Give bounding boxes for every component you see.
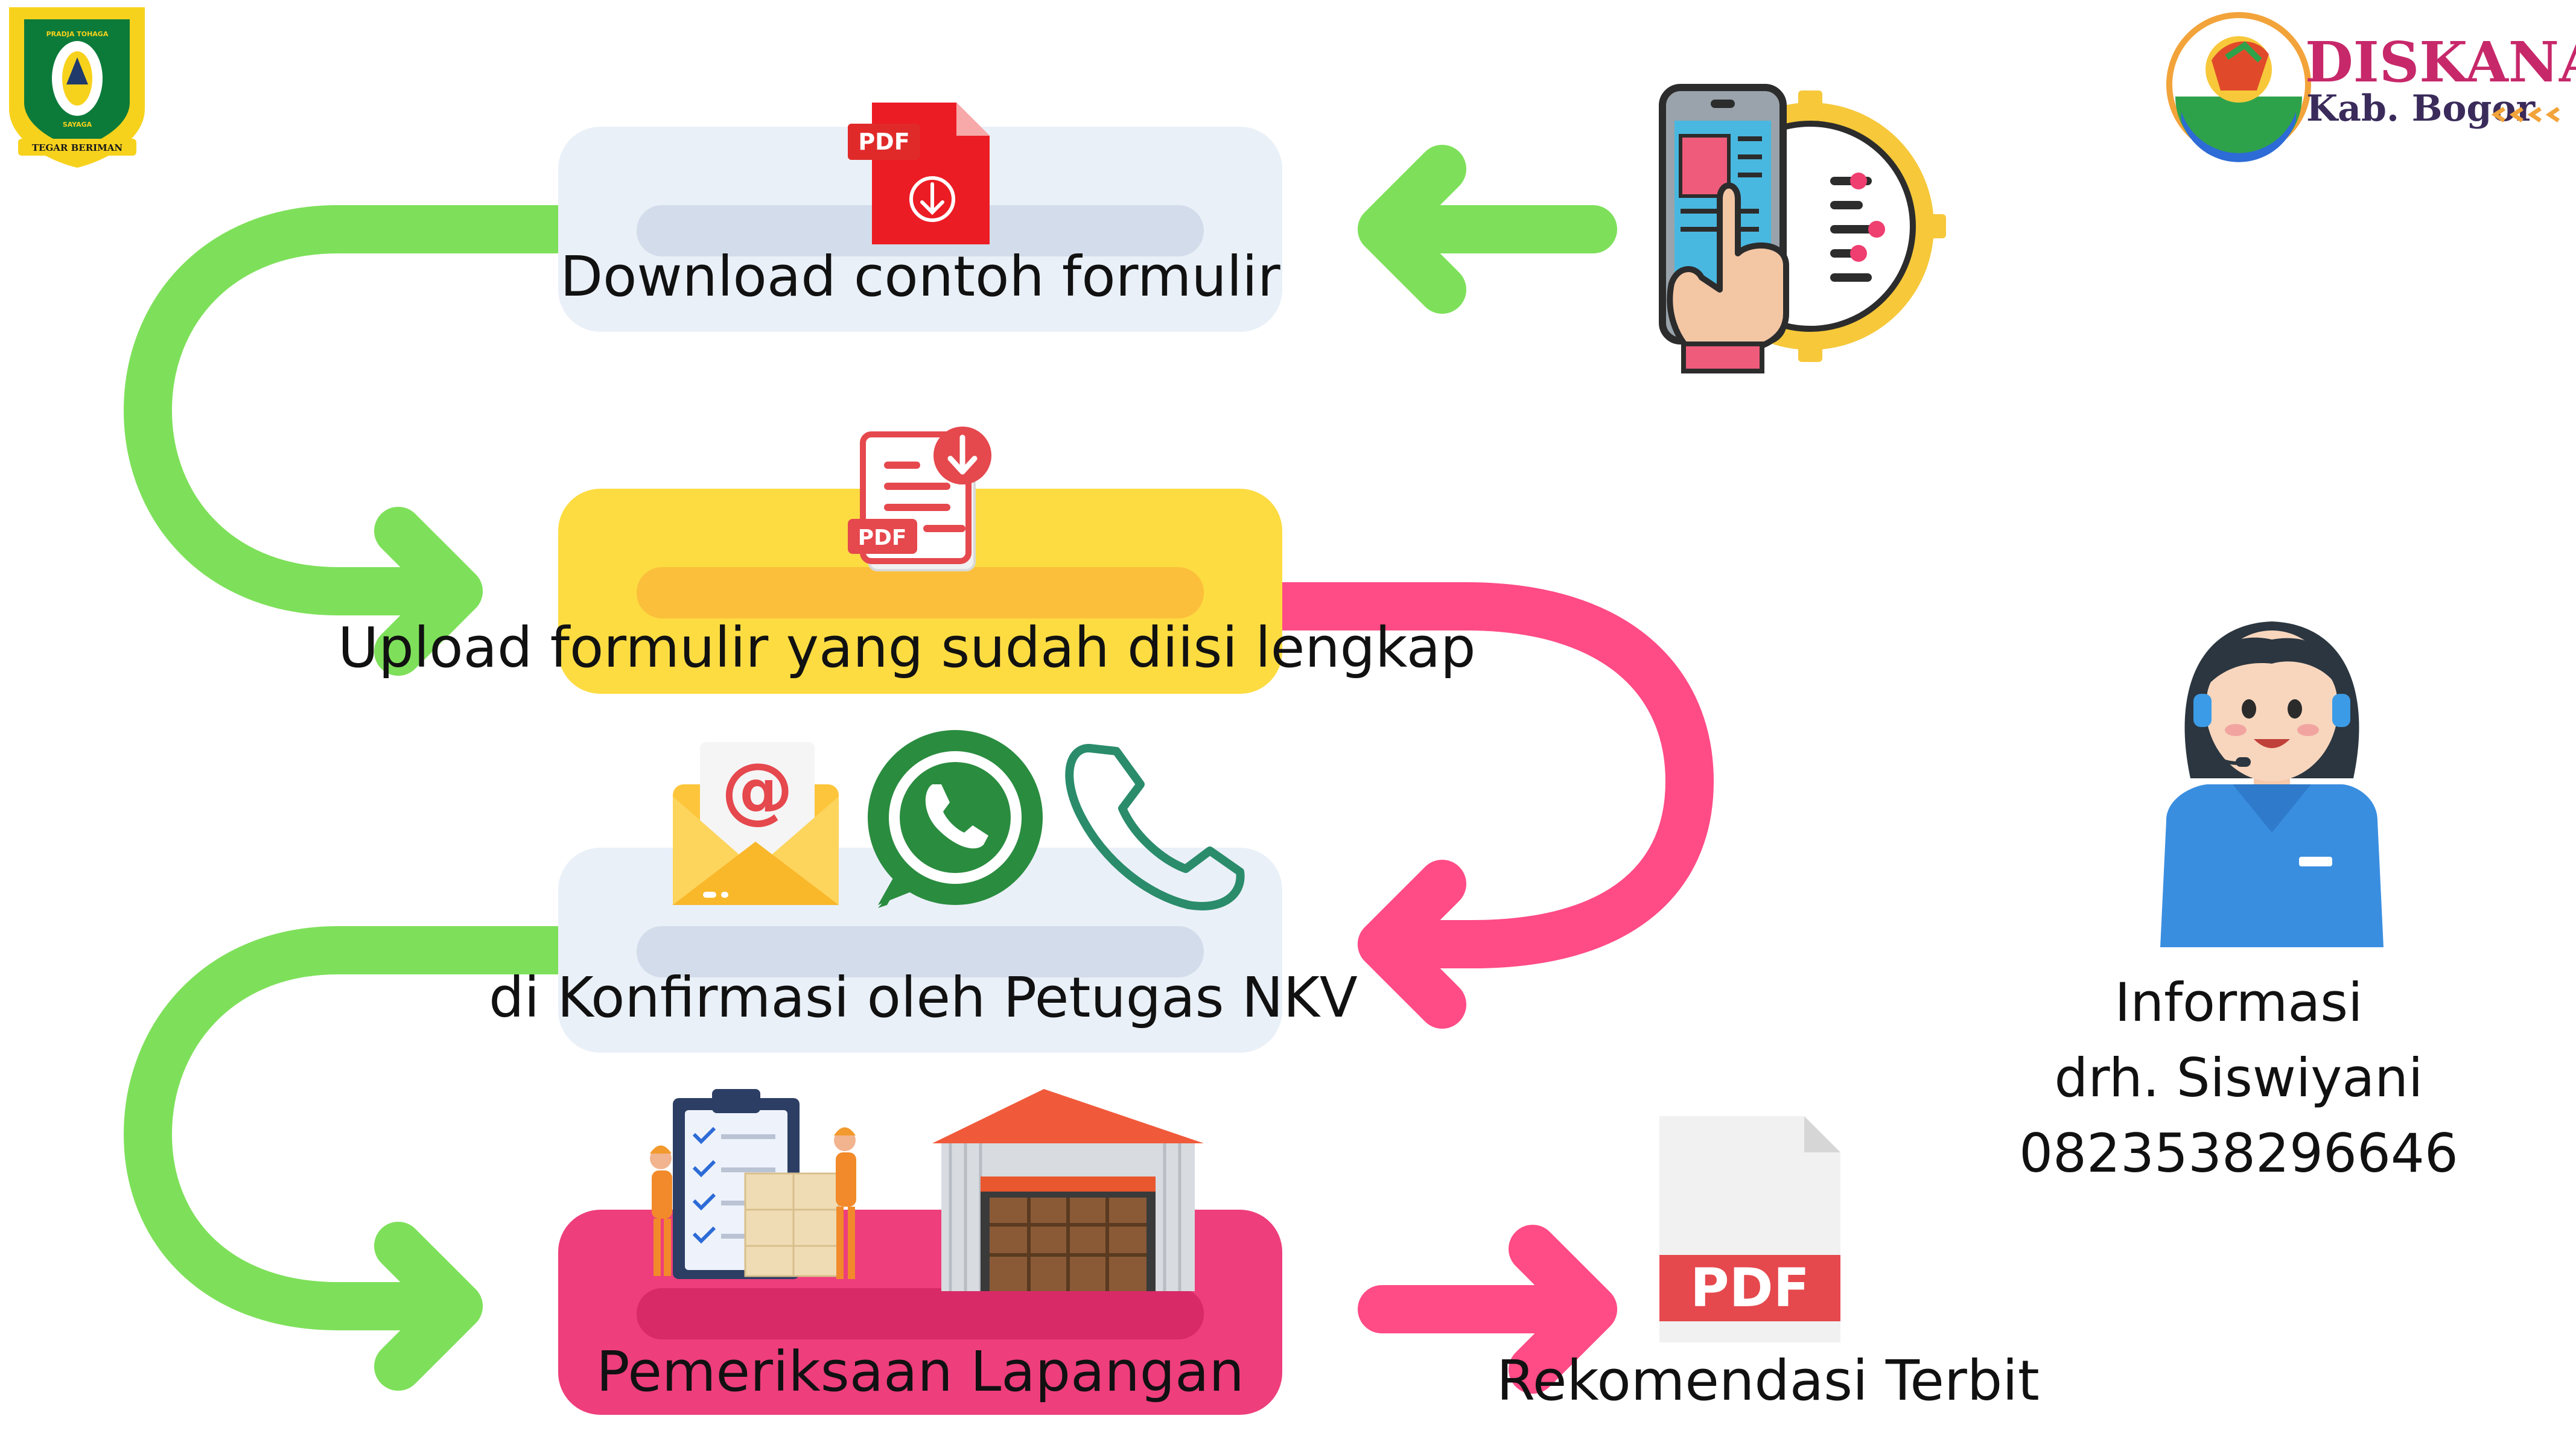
svg-text:TEGAR BERIMAN: TEGAR BERIMAN — [32, 142, 123, 153]
connector-step1-step2 — [124, 205, 582, 676]
warehouse-workers-icon — [650, 1089, 1204, 1291]
result-pdf-icon: PDF — [1659, 1116, 1840, 1342]
whatsapp-icon — [868, 730, 1043, 908]
step-2-box — [558, 489, 1282, 694]
result-label: Rekomendasi Terbit — [1496, 1348, 2040, 1413]
kabupaten-bogor-logo: TEGAR BERIMAN PRADJA TOHAGA SAYAGA — [9, 7, 145, 168]
connector-step2-step3 — [1255, 582, 1714, 1029]
pdf-download-icon: PDF — [848, 103, 990, 244]
svg-text:SAYAGA: SAYAGA — [63, 121, 92, 129]
svg-text:Kab. Bogor: Kab. Bogor — [2306, 87, 2536, 130]
step-3-label: di Konfirmasi oleh Petugas NKV — [489, 965, 1358, 1030]
connector-step3-step4 — [124, 926, 582, 1391]
step-4-label: Pemeriksaan Lapangan — [596, 1339, 1244, 1404]
svg-text:@: @ — [721, 748, 793, 832]
step-2-label: Upload formulir yang sudah diisi lengkap — [338, 615, 1476, 680]
info-contact-name: drh. Siswiyani — [2054, 1047, 2423, 1109]
svg-text:DISKANAK: DISKANAK — [2305, 30, 2576, 95]
svg-text:PDF: PDF — [858, 129, 909, 155]
arrow-to-step1 — [1358, 145, 1617, 314]
pdf-document-icon: PDF — [848, 427, 991, 571]
info-title: Informasi — [2114, 971, 2363, 1034]
svg-text:PDF: PDF — [1690, 1257, 1810, 1319]
email-icon: @ — [673, 742, 839, 905]
diskanak-logo: DISKANAK Kab. Bogor — [2166, 12, 2576, 162]
customer-service-avatar — [2160, 621, 2384, 947]
info-phone-number: 0823538296646 — [2019, 1122, 2458, 1184]
step-1-label: Download contoh formulir — [560, 244, 1280, 309]
arrow-to-result — [1358, 1225, 1617, 1394]
svg-text:PRADJA TOHAGA: PRADJA TOHAGA — [46, 30, 109, 38]
mobile-settings-icon — [1659, 84, 1946, 373]
svg-text:PDF: PDF — [858, 526, 907, 550]
phone-icon — [1065, 744, 1245, 910]
